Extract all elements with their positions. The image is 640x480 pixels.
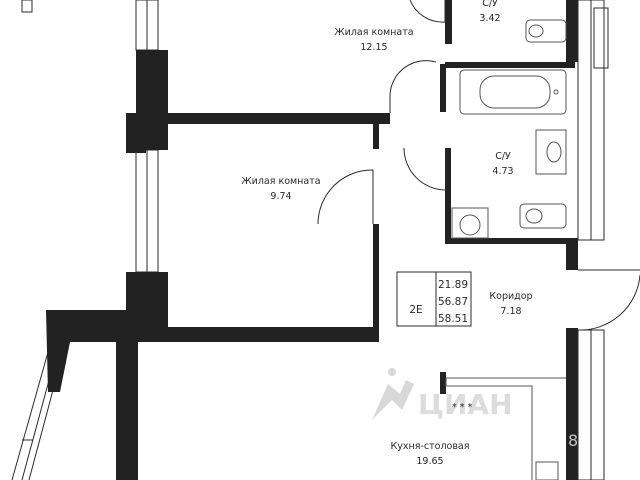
living-area: 21.89 (438, 279, 468, 291)
room-name: Кухня-столовая (391, 441, 470, 452)
door-living-9 (317, 169, 374, 225)
room-label-wc-1: С/У 3.42 (479, 0, 500, 24)
toilet-icon (525, 19, 567, 43)
room-area: 12.15 (360, 42, 387, 53)
total-area: 56.87 (438, 296, 468, 308)
room-area: 4.73 (492, 166, 513, 177)
room-label-wc-2: С/У 4.73 (492, 151, 513, 177)
room-name: Коридор (489, 291, 532, 302)
room-label-living-2: Жилая комната 9.74 (241, 176, 320, 202)
watermark-text: ЦИАН (418, 388, 513, 421)
toilet-icon (519, 203, 567, 229)
room-name: С/У (495, 151, 511, 162)
watermark: ЦИАН (372, 368, 513, 421)
room-name: С/У (482, 0, 498, 9)
sink-icon (535, 129, 567, 175)
door-living-12 (389, 60, 437, 113)
kitchen-counter (445, 378, 533, 480)
room-area: 7.18 (500, 306, 521, 317)
room-label-kitchen: Кухня-столовая 19.65 (391, 441, 470, 467)
watermark-logo-icon (372, 368, 414, 420)
room-area: 3.42 (479, 13, 500, 24)
corner-digit: 8 (568, 431, 578, 450)
room-name: Жилая комната (241, 176, 320, 187)
area-summary-box: 2Е 21.89 56.87 58.51 (396, 271, 472, 327)
room-area: 19.65 (416, 456, 443, 467)
kitchen-sink-icon (535, 461, 559, 480)
door-wc-top (409, 0, 446, 23)
room-area: 9.74 (270, 191, 291, 202)
room-label-corridor: Коридор 7.18 (489, 291, 532, 317)
washing-machine-icon (451, 207, 489, 239)
doors (317, 0, 640, 331)
apartment-type: 2Е (409, 304, 422, 316)
fixtures (445, 19, 567, 480)
stove-burners-icon: * * * (452, 402, 473, 413)
right-window-frames (577, 0, 609, 480)
door-bath-4 (403, 147, 447, 191)
total-area-with-balcony: 58.51 (438, 313, 468, 325)
walls (46, 0, 578, 480)
room-label-living-1: Жилая комната 12.15 (334, 27, 413, 53)
door-entrance (577, 269, 640, 331)
room-name: Жилая комната (334, 27, 413, 38)
bathtub-icon (459, 69, 567, 115)
